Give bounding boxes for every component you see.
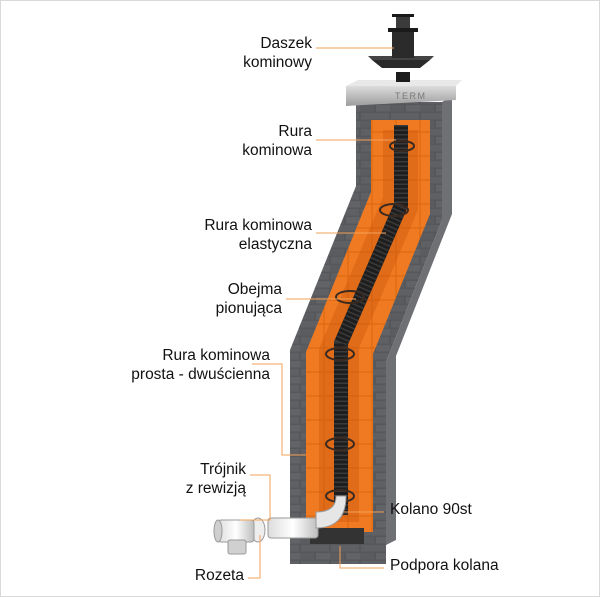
chimney-cover-slab: TERM [346,80,462,106]
label-line: Daszek [260,35,312,52]
label-flexible-pipe: Rura kominowa elastyczna [150,216,312,254]
label-inspection-tee: Trójnik z rewizją [150,460,246,498]
label-line: prosta - dwuścienna [131,366,270,383]
label-line: pionująca [215,300,282,317]
label-line: Obejma [227,281,282,298]
label-chimney-cap: Daszek kominowy [200,34,312,72]
label-line: Rura kominowa [204,217,312,234]
connector-assembly [213,495,347,555]
label-line: elastyczna [238,236,312,253]
leader-lines [240,47,396,579]
chimney-cap [368,14,434,82]
label-centering-clamp: Obejma pionująca [160,280,282,318]
brand-mark: TERM [395,91,427,101]
label-line: Rura kominowa [162,347,270,364]
label-rosette: Rozeta [194,567,244,584]
elbow-support [290,528,386,564]
label-straight-dual-wall-pipe: Rura kominowa prosta - dwuścienna [90,346,270,384]
flexible-flue-pipe [334,125,408,515]
label-elbow: Kolano 90st [390,501,472,518]
label-flue-pipe: Rura kominowa [200,122,312,160]
label-line: z rewizją [185,480,246,497]
label-line: Rura [278,123,312,140]
label-line: Trójnik [200,461,246,478]
label-line: kominowy [243,54,312,71]
label-line: kominowa [242,142,312,159]
label-elbow-support: Podpora kolana [390,557,499,574]
